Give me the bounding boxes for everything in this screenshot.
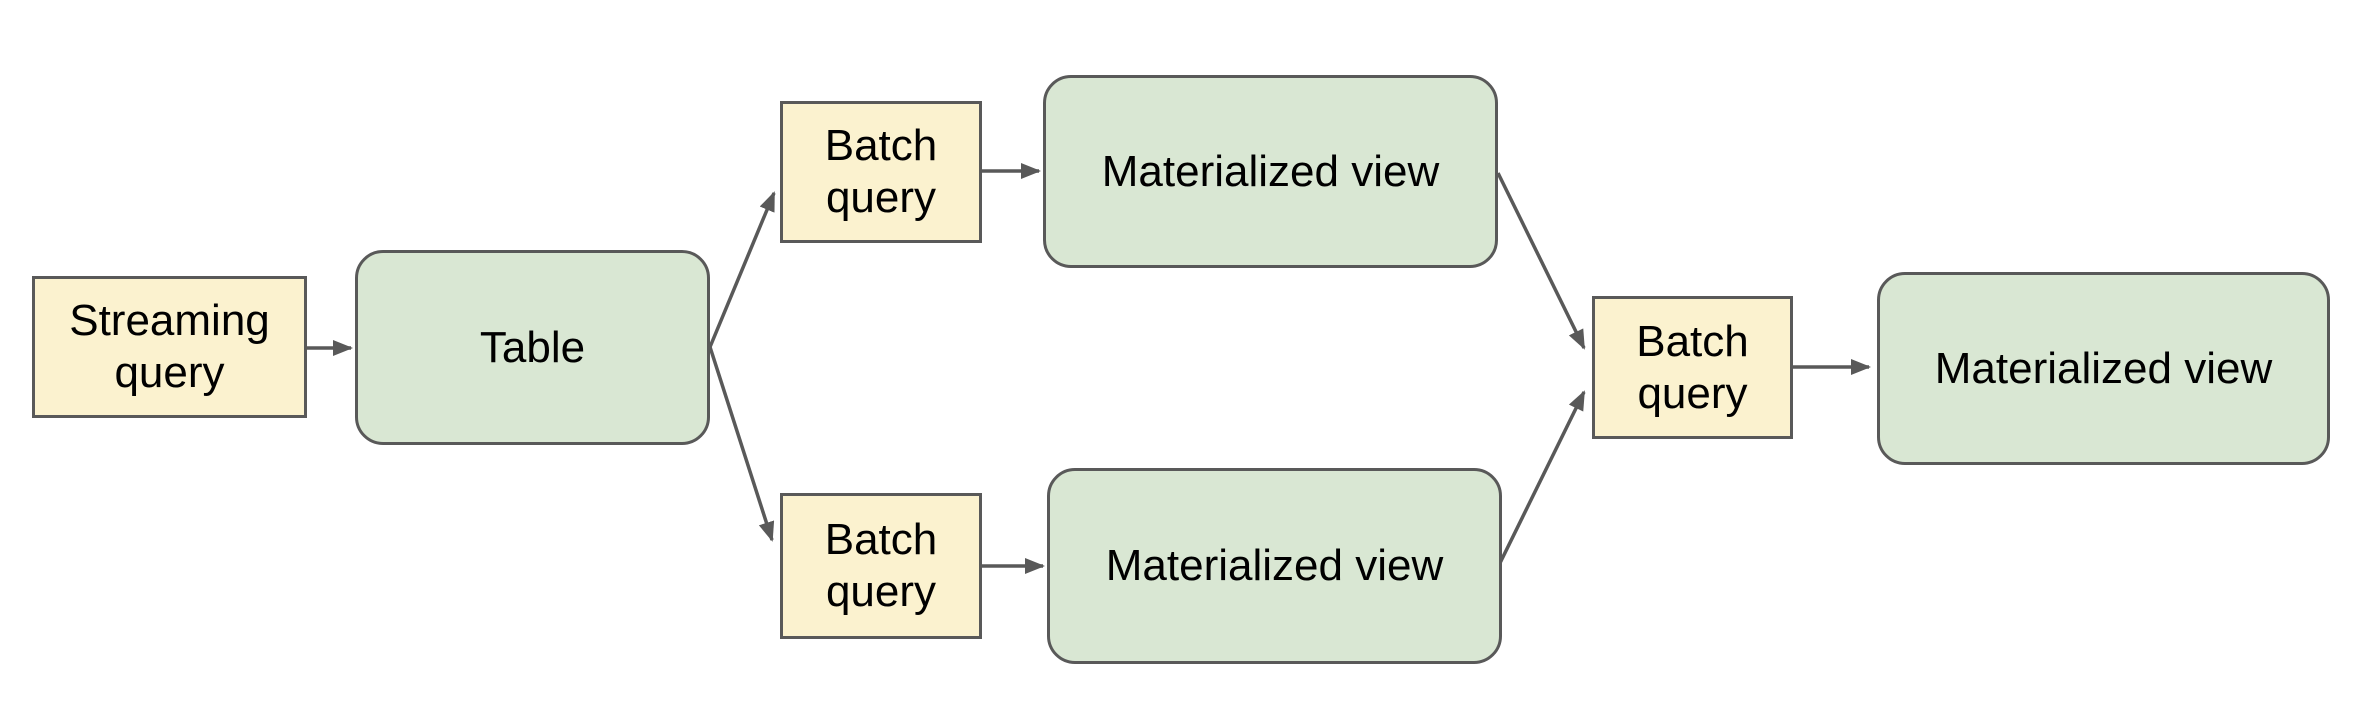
edge-table-to-batch-top bbox=[708, 191, 776, 348]
node-streaming-query: Streaming query bbox=[32, 276, 307, 418]
node-materialized-view-bottom: Materialized view bbox=[1047, 468, 1502, 664]
node-batch-query-top: Batch query bbox=[780, 101, 982, 243]
node-batch-query-final: Batch query bbox=[1592, 296, 1793, 439]
node-batch-query-bottom: Batch query bbox=[780, 493, 982, 639]
node-table: Table bbox=[355, 250, 710, 445]
edge-mv-bottom-to-batch-final bbox=[1498, 390, 1586, 564]
edge-mv-top-to-batch-final bbox=[1496, 172, 1586, 350]
edge-table-to-batch-bottom bbox=[708, 346, 775, 542]
node-materialized-view-top: Materialized view bbox=[1043, 75, 1498, 268]
node-materialized-view-final: Materialized view bbox=[1877, 272, 2330, 465]
